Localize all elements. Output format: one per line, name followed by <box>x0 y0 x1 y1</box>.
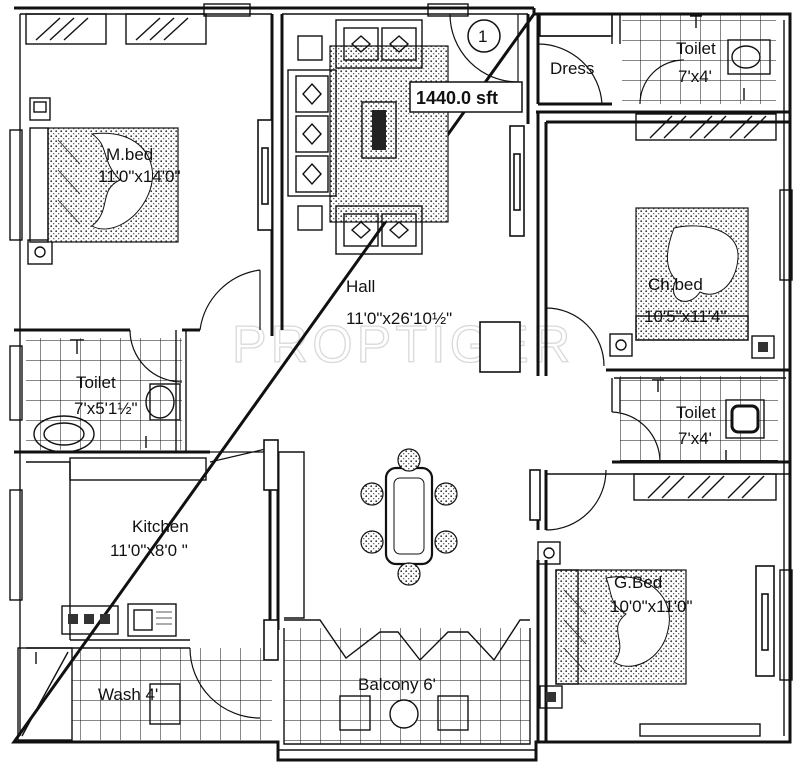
room-labels: M.bed 11'0"x14'0" Hall 11'0"x26'10½" Dre… <box>74 39 727 704</box>
master-bed-name: M.bed <box>106 145 153 164</box>
wash-name: Wash 4' <box>98 685 158 704</box>
interior-walls <box>14 14 790 745</box>
orientation-marker-text: 1 <box>478 27 487 46</box>
kitchen-name: Kitchen <box>132 517 189 536</box>
toilet-mid-name: Toilet <box>676 403 716 422</box>
orientation-marker: 1 <box>467 19 501 53</box>
child-bed-furniture <box>609 207 775 359</box>
hall-name: Hall <box>346 277 375 296</box>
master-bed-size: 11'0"x14'0" <box>98 167 181 186</box>
guest-bed-furniture <box>537 541 687 709</box>
dining-set <box>360 448 458 586</box>
dress-name: Dress <box>550 59 594 78</box>
toilet-top-fixtures <box>690 15 771 100</box>
sofa-set <box>287 19 449 255</box>
toilet-left-fixtures <box>33 339 181 453</box>
balcony-furniture <box>339 695 469 731</box>
door-swings <box>129 13 685 719</box>
toilet-left-name: Toilet <box>76 373 116 392</box>
windows <box>9 3 793 737</box>
guest-bed-size: 10'0"x11'0" <box>610 597 693 616</box>
guest-bed-name: G.Bed <box>614 573 662 592</box>
toilet-top-name: Toilet <box>676 39 716 58</box>
master-bed-furniture <box>27 97 179 265</box>
toilet-top-size: 7'x4' <box>678 67 712 86</box>
kitchen-size: 11'0"x8'0 " <box>110 541 188 560</box>
area-badge: 1440.0 sft <box>409 81 523 113</box>
toilet-left-size: 7'x5'1½" <box>74 399 138 418</box>
kitchen-fixtures <box>61 603 177 637</box>
area-badge-text: 1440.0 sft <box>416 88 498 108</box>
balcony-name: Balcony 6' <box>358 675 436 694</box>
columns <box>257 119 775 677</box>
hall-size: 11'0"x26'10½" <box>346 309 452 328</box>
wash-fixtures <box>17 647 181 741</box>
toilet-mid-fixtures <box>652 379 765 462</box>
toilet-top-floor <box>622 14 776 104</box>
child-bed-size: 10'5"x11'4" <box>644 307 727 326</box>
toilet-mid-size: 7'x4' <box>678 429 712 448</box>
toilet-left-floor <box>26 338 182 450</box>
child-bed-name: Ch.bed <box>648 275 703 294</box>
